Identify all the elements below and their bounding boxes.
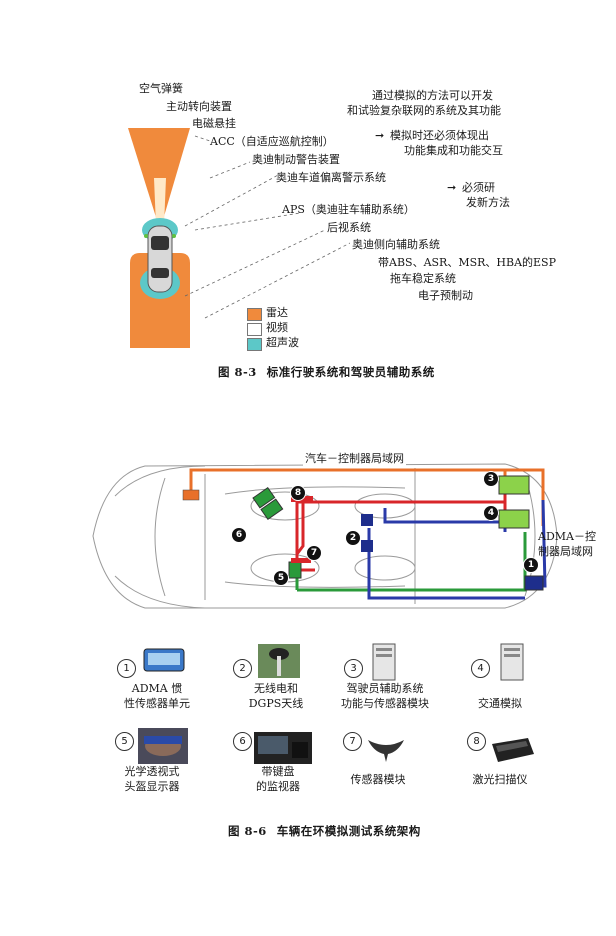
component-num-8: 8 <box>467 732 486 751</box>
computer-tower-icon-4 <box>500 643 524 681</box>
note-arrow1-a: 模拟时还必须体现出 <box>390 129 489 142</box>
note-arrow2-a: 必须研 <box>462 181 495 194</box>
caption-fig-8-3: 图 8-3 标准行驶系统和驾驶员辅助系统 <box>218 364 435 380</box>
legend-label-ultrasonic: 超声波 <box>266 336 299 349</box>
caption-fig-8-6: 图 8-6 车辆在环模拟测试系统架构 <box>228 823 421 839</box>
video-beam <box>154 178 166 226</box>
module-5 <box>288 561 302 579</box>
laser-scanner-icon <box>492 738 534 762</box>
component-label-3: 驾驶员辅助系统功能与传感器模块 <box>341 682 429 710</box>
caption-text: 车辆在环模拟测试系统架构 <box>276 824 421 838</box>
can-right-label-b: 制器局域网 <box>538 545 593 558</box>
antenna-icon <box>258 644 300 678</box>
module-2a <box>361 514 373 526</box>
component-num-1: 1 <box>117 659 136 678</box>
component-label-6: 带键盘的监视器 <box>256 765 300 793</box>
badge-6: 6 <box>231 527 247 543</box>
legend-label-video: 视频 <box>266 321 288 334</box>
label-aps: APS（奥迪驻车辅助系统） <box>282 203 415 216</box>
car-windshield <box>151 236 169 250</box>
label-lane-departure: 奥迪车道偏离警示系统 <box>276 171 386 184</box>
module-7 <box>291 558 311 563</box>
module-6 <box>252 486 284 520</box>
module-3 <box>498 475 530 495</box>
component-num-2: 2 <box>233 659 252 678</box>
monitor-keyboard-icon <box>254 732 312 764</box>
adma-unit-icon <box>143 648 185 672</box>
component-num-4: 4 <box>471 659 490 678</box>
legend-swatch-ultrasonic <box>247 338 262 351</box>
module-1 <box>524 575 544 591</box>
component-label-4: 交通模拟 <box>478 697 522 710</box>
label-rear-view: 后视系统 <box>327 221 371 234</box>
note-line1: 通过模拟的方法可以开发 <box>372 89 493 102</box>
caption-text: 标准行驶系统和驾驶员辅助系统 <box>266 365 435 379</box>
badge-5: 5 <box>273 570 289 586</box>
caption-number: 图 8-3 <box>218 365 257 379</box>
label-acc: ACC（自适应巡航控制） <box>210 135 334 148</box>
legend-label-radar: 雷达 <box>266 306 288 319</box>
component-label-7: 传感器模块 <box>350 773 406 786</box>
note-arrow2-b: 发新方法 <box>466 196 510 209</box>
label-air-spring: 空气弹簧 <box>139 82 183 95</box>
sensor-module-icon <box>368 740 404 762</box>
badge-4: 4 <box>483 505 499 521</box>
can-top-label: 汽车－控制器局域网 <box>303 452 406 466</box>
note-sys1: 带ABS、ASR、MSR、HBA的ESP <box>378 256 556 269</box>
arrow2-icon: ➞ <box>447 181 457 194</box>
caption-number: 图 8-6 <box>228 824 267 838</box>
component-num-5: 5 <box>115 732 134 751</box>
can-right-label-a: ADMA－控 <box>538 530 596 543</box>
label-active-steering: 主动转向装置 <box>166 100 232 113</box>
arrow1-icon: ➞ <box>375 129 385 142</box>
badge-2: 2 <box>345 530 361 546</box>
note-sys3: 电子预制动 <box>418 289 473 302</box>
car-sensor-diagram <box>128 128 190 348</box>
leader-lines <box>184 135 350 319</box>
badge-7: 7 <box>306 545 322 561</box>
helmet-display-icon <box>138 728 188 764</box>
note-sys2: 拖车稳定系统 <box>390 272 456 285</box>
note-arrow1-b: 功能集成和功能交互 <box>404 144 503 157</box>
label-brake-warning: 奥迪制动警告装置 <box>252 153 340 166</box>
badge-8: 8 <box>290 485 306 501</box>
component-num-7: 7 <box>343 732 362 751</box>
component-label-5: 光学透视式头盔显示器 <box>124 765 180 793</box>
note-line2: 和试验复杂联网的系统及其功能 <box>347 104 501 117</box>
component-num-6: 6 <box>233 732 252 751</box>
legend-swatch-radar <box>247 308 262 321</box>
badge-3: 3 <box>483 471 499 487</box>
component-num-3: 3 <box>344 659 363 678</box>
component-label-1: ADMA 惯性传感器单元 <box>124 682 190 710</box>
computer-tower-icon-3 <box>372 643 396 681</box>
legend-swatch-video <box>247 323 262 336</box>
vehicle-architecture-diagram <box>92 463 558 609</box>
sensor-module-front <box>182 489 200 501</box>
label-magnetic-suspension: 电磁悬挂 <box>192 117 236 130</box>
module-2b <box>361 540 373 552</box>
label-side-assist: 奥迪侧向辅助系统 <box>352 238 440 251</box>
badge-1: 1 <box>523 557 539 573</box>
car-rear-window <box>151 268 169 278</box>
module-4 <box>498 509 530 529</box>
component-label-8: 激光扫描仪 <box>472 773 528 786</box>
